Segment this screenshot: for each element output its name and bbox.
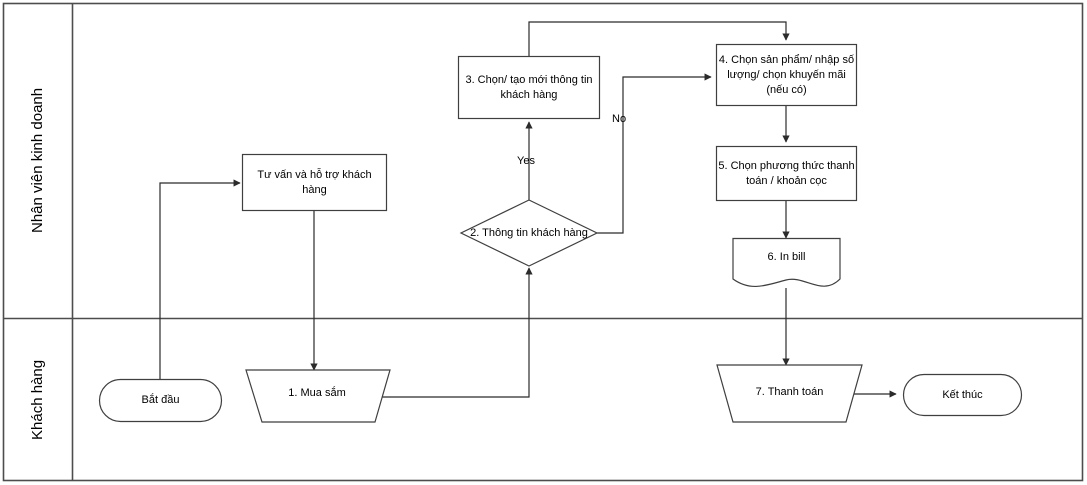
edge-step3-step4-path bbox=[528, 21, 790, 56]
edge-label-yes: Yes bbox=[517, 155, 535, 167]
connectors bbox=[159, 21, 897, 398]
node-shopping-shape[interactable] bbox=[245, 369, 391, 423]
node-end-shape[interactable] bbox=[902, 373, 1023, 417]
node-step4-shape[interactable] bbox=[715, 43, 858, 107]
node-step6-shape[interactable] bbox=[732, 237, 841, 287]
node-shapes bbox=[98, 43, 1023, 423]
lane-label-customer: Khách hàng bbox=[29, 359, 46, 440]
node-consult-shape[interactable] bbox=[241, 153, 388, 212]
node-decision-shape[interactable] bbox=[459, 199, 599, 267]
lane-label-staff: Nhân viên kinh doanh bbox=[29, 87, 46, 234]
node-step5-shape[interactable] bbox=[715, 145, 858, 202]
node-step3-shape[interactable] bbox=[457, 55, 601, 120]
edge-start-consult-path bbox=[159, 179, 241, 379]
node-step7-shape[interactable] bbox=[716, 364, 863, 423]
edge-label-no: No bbox=[612, 113, 627, 125]
edge-shopping-decision-path bbox=[378, 267, 533, 398]
node-start-shape[interactable] bbox=[98, 378, 223, 423]
edge-decision-step4-path bbox=[597, 73, 712, 234]
